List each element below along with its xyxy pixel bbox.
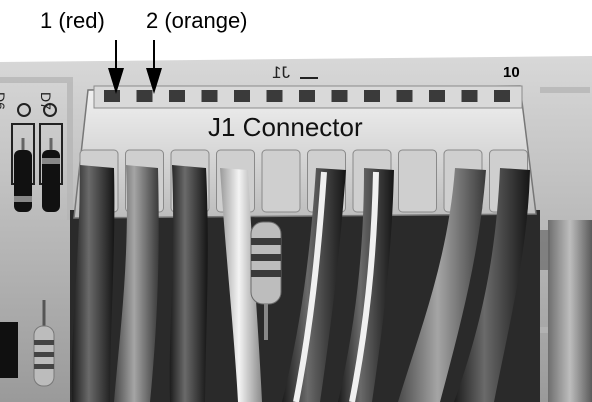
silkscreen-d7-label: D7 <box>38 92 54 110</box>
connector-slot <box>331 90 348 102</box>
arrow-pin-2 <box>146 40 162 94</box>
connector-slot <box>299 90 315 102</box>
connector-slot <box>234 90 250 102</box>
connector-slot <box>136 90 153 102</box>
connector-slot <box>104 90 120 102</box>
connector-label: J1 Connector <box>208 112 363 142</box>
resistor-lower-left <box>33 300 55 387</box>
black-component <box>0 322 18 378</box>
pin-2-label: 2 (orange) <box>146 8 248 33</box>
diode-d7 <box>42 138 60 212</box>
pin-1-label: 1 (red) <box>40 8 105 33</box>
arrow-pin-1 <box>108 40 124 94</box>
electrolytic-capacitor <box>548 220 592 402</box>
connector-slot <box>461 90 478 102</box>
pin-housing <box>261 149 301 213</box>
connector-slot <box>396 90 413 102</box>
pin-housing <box>398 149 437 213</box>
diode-d6 <box>14 138 32 212</box>
connector-slot <box>266 90 283 102</box>
connector-slot <box>201 90 218 102</box>
resistor-center <box>250 221 282 340</box>
pin-10-label: 10 <box>503 64 520 81</box>
connector-slot <box>169 90 185 102</box>
connector-slot <box>364 90 380 102</box>
wire-bundle <box>71 165 530 402</box>
silkscreen-j1-label: J1 <box>272 63 290 82</box>
connector-slot <box>429 90 445 102</box>
connector-slot <box>494 90 510 102</box>
silkscreen-d6-label: D6 <box>0 92 8 110</box>
